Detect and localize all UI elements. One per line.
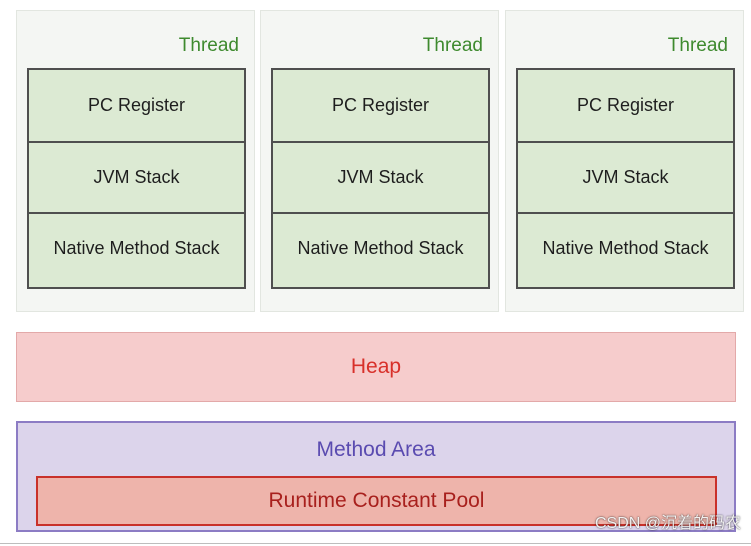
thread-label: Thread: [422, 35, 483, 56]
pc-register-box: PC Register: [331, 95, 430, 115]
pc-register-box: PC Register: [87, 95, 186, 115]
method-area-label: Method Area: [316, 438, 436, 461]
runtime-constant-pool-box: Runtime Constant Pool: [36, 476, 717, 526]
thread-panel-2: Thread PC Register JVM Stack Native Meth…: [260, 10, 499, 312]
heap-box: Heap: [16, 332, 736, 402]
csdn-watermark: CSDN @沉着的码农: [594, 515, 741, 532]
method-area-box: Method Area Runtime Constant Pool: [16, 421, 736, 532]
thread-stack: PC Register JVM Stack Native Method Stac…: [27, 68, 246, 289]
thread-panel-1: Thread PC Register JVM Stack Native Meth…: [16, 10, 255, 312]
heap-label: Heap: [350, 355, 402, 378]
jvm-stack-box: JVM Stack: [518, 141, 733, 212]
runtime-constant-pool-label: Runtime Constant Pool: [268, 489, 485, 512]
thread-panel-3: Thread PC Register JVM Stack Native Meth…: [505, 10, 744, 312]
native-method-stack-box: Native Method Stack: [273, 212, 488, 283]
thread-label: Thread: [667, 35, 728, 56]
native-method-stack-box: Native Method Stack: [29, 212, 244, 283]
thread-stack: PC Register JVM Stack Native Method Stac…: [271, 68, 490, 289]
jvm-stack-box: JVM Stack: [273, 141, 488, 212]
thread-label: Thread: [178, 35, 239, 56]
native-method-stack-box: Native Method Stack: [518, 212, 733, 283]
pc-register-box: PC Register: [576, 95, 675, 115]
jvm-stack-box: JVM Stack: [29, 141, 244, 212]
thread-stack: PC Register JVM Stack Native Method Stac…: [516, 68, 735, 289]
bottom-divider: [0, 543, 751, 544]
